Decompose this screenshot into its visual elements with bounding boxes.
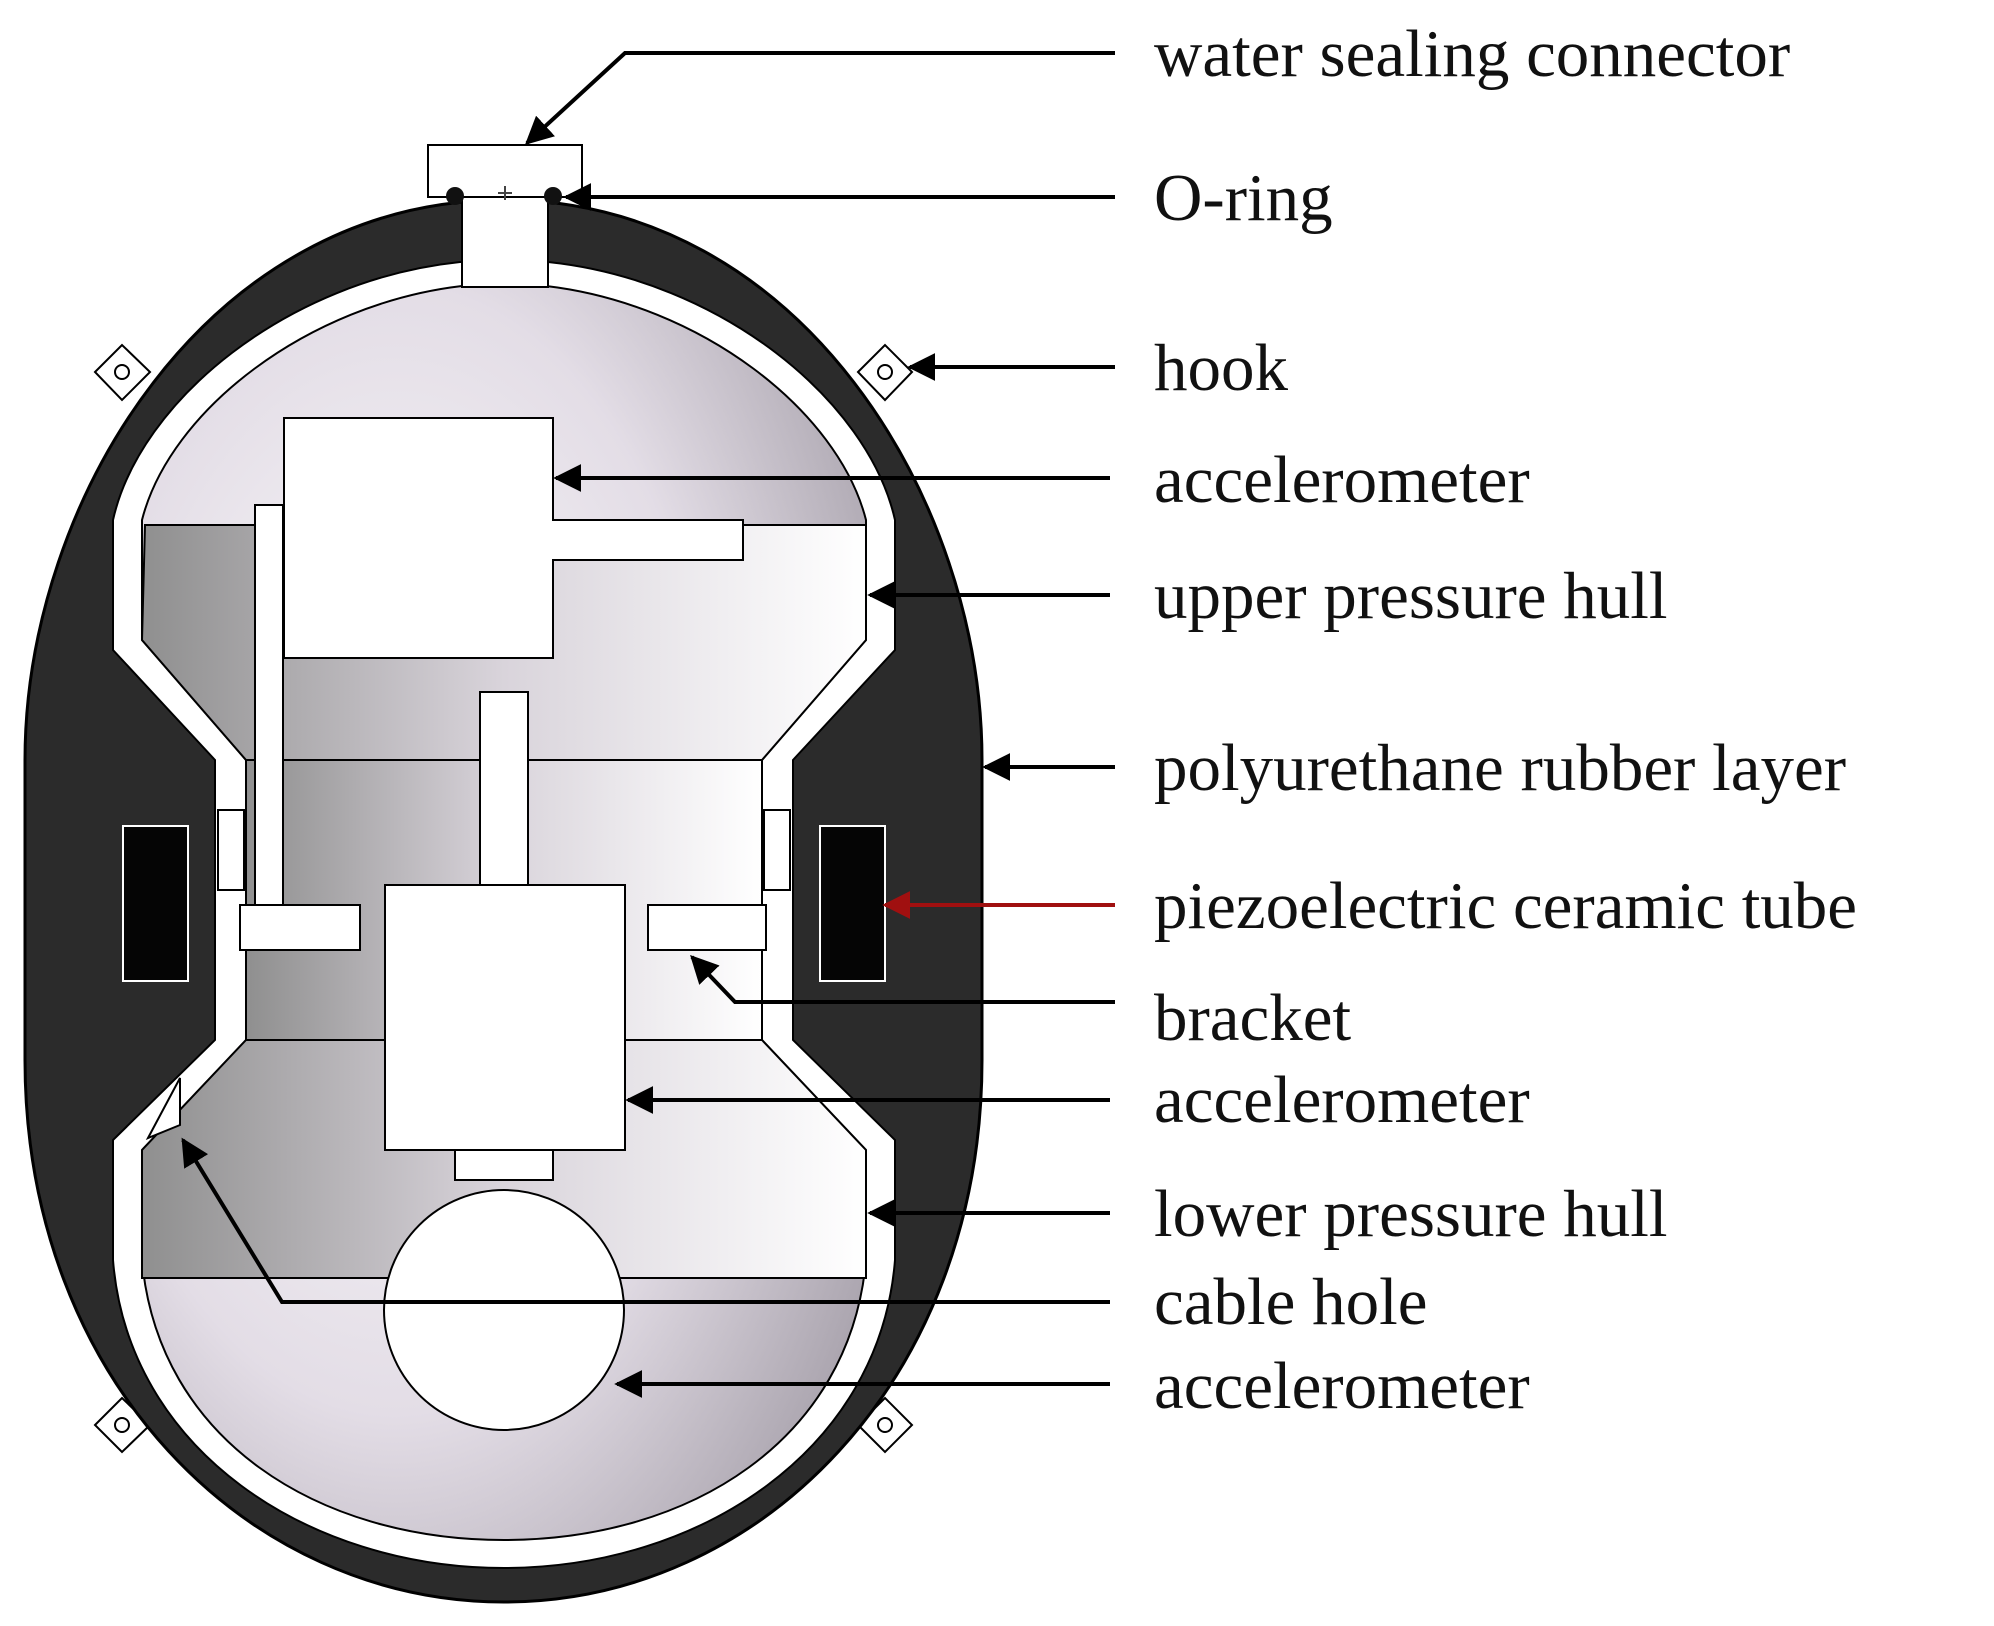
o-ring-right — [544, 187, 562, 205]
bracket-left — [239, 904, 361, 951]
leader-bracket — [690, 954, 1115, 1004]
o-ring-left — [446, 187, 464, 205]
label-hook: hook — [1154, 331, 1289, 405]
hook-top-left — [93, 343, 152, 402]
cable-hole — [145, 1077, 181, 1140]
hook-top-right — [856, 343, 914, 402]
label-bracket: bracket — [1154, 981, 1352, 1055]
hook-bottom-left — [93, 1396, 152, 1454]
label-water-sealing-connector: water sealing connector — [1154, 17, 1790, 91]
accelerometer-middle — [384, 884, 626, 1151]
bracket-right-tab — [763, 809, 791, 891]
label-piezoelectric-ceramic-tube: piezoelectric ceramic tube — [1154, 869, 1857, 943]
label-accelerometer-bottom: accelerometer — [1154, 1349, 1530, 1423]
accelerometer-middle-foot — [454, 1149, 554, 1181]
label-o-ring: O-ring — [1154, 161, 1333, 235]
piezoelectric-ceramic-tube-left — [122, 825, 189, 982]
accelerometer-top — [283, 417, 744, 659]
label-lower-pressure-hull: lower pressure hull — [1154, 1177, 1668, 1251]
label-accelerometer-top: accelerometer — [1154, 443, 1530, 517]
accelerometer-bottom — [383, 1189, 625, 1431]
bracket-right — [647, 904, 767, 951]
bracket-left-tab — [217, 809, 245, 891]
leader-water-sealing-connector — [524, 51, 1115, 145]
piezoelectric-ceramic-tube-right — [819, 825, 886, 982]
leader-cable-hole — [181, 1137, 1110, 1304]
support-post — [254, 504, 284, 906]
label-cable-hole: cable hole — [1154, 1265, 1427, 1339]
label-accelerometer-middle: accelerometer — [1154, 1063, 1530, 1137]
label-upper-pressure-hull: upper pressure hull — [1154, 559, 1668, 633]
label-polyurethane-rubber-layer: polyurethane rubber layer — [1154, 731, 1846, 805]
accelerometer-middle-shaft — [479, 691, 529, 888]
